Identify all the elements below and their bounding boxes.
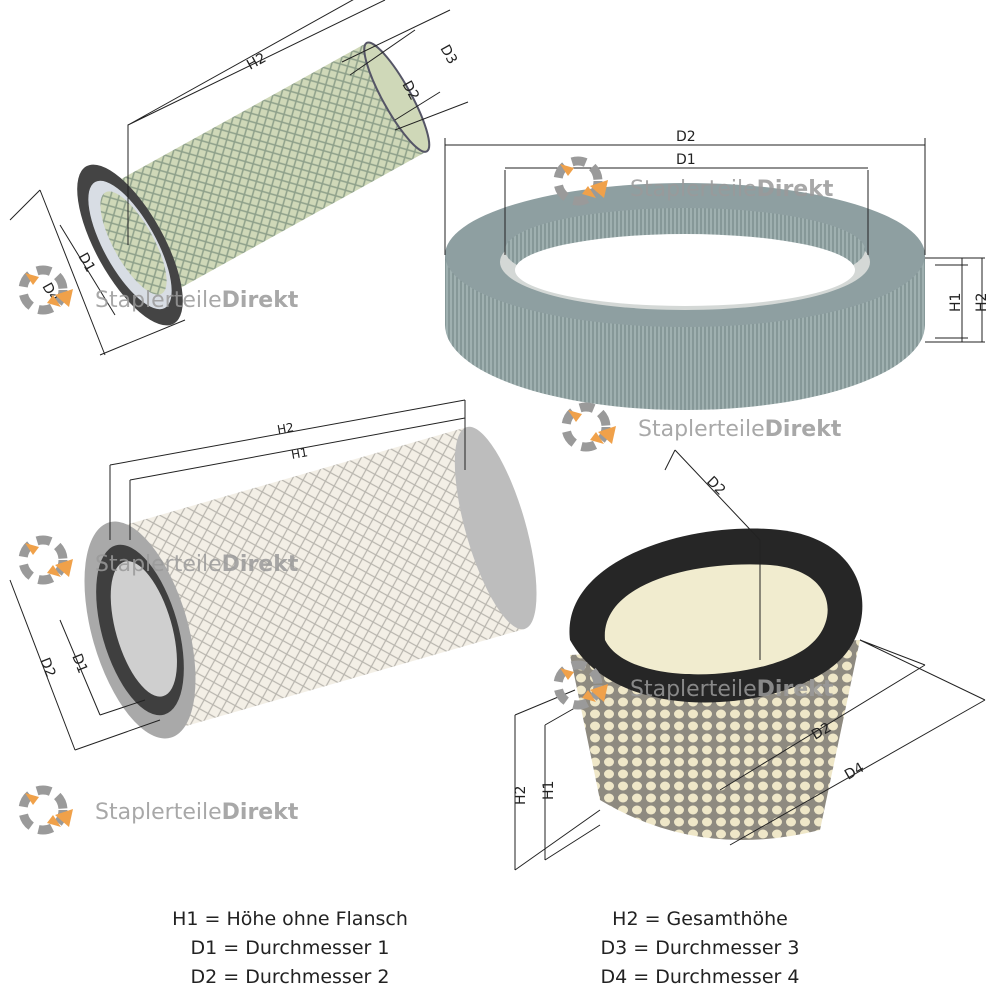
dimension-lines — [9, 0, 986, 871]
legend-item: D1 = Durchmesser 1 — [190, 937, 390, 959]
cylinder-filter-with-flange — [77, 41, 431, 326]
svg-text:StaplerteileDirekt: StaplerteileDirekt — [638, 417, 842, 442]
svg-text:StaplerteileDirekt: StaplerteileDirekt — [95, 552, 299, 577]
dim-label-h1: H1 — [948, 293, 964, 312]
dim-label-d1: D1 — [68, 652, 90, 676]
dim-label-h1: H1 — [290, 445, 309, 462]
legend-item: H2 = Gesamthöhe — [612, 908, 788, 930]
legend-item: D3 = Durchmesser 3 — [600, 937, 800, 959]
ring-filter — [445, 183, 925, 410]
dim-label-d4: D4 — [842, 760, 867, 784]
watermark: StaplerteileDirekt — [566, 407, 842, 447]
legend-item: H1 = Höhe ohne Flansch — [172, 908, 408, 930]
dim-label-h2: H2 — [974, 293, 990, 312]
dim-label-h1: H1 — [541, 781, 557, 800]
oval-filter — [569, 528, 863, 840]
watermark: StaplerteileDirekt — [23, 270, 299, 313]
watermark: StaplerteileDirekt — [23, 790, 299, 830]
dim-label-d3: D3 — [437, 42, 461, 67]
svg-text:StaplerteileDirekt: StaplerteileDirekt — [95, 288, 299, 313]
svg-text:StaplerteileDirekt: StaplerteileDirekt — [95, 800, 299, 825]
dim-label-d1: D1 — [676, 152, 696, 168]
legend-item: D2 = Durchmesser 2 — [190, 966, 390, 988]
cylinder-filter-with-mesh — [84, 426, 537, 739]
dim-label-d2: D2 — [703, 474, 728, 499]
svg-text:StaplerteileDirekt: StaplerteileDirekt — [630, 177, 834, 202]
legend-item: D4 = Durchmesser 4 — [600, 966, 800, 988]
dim-label-d2: D2 — [676, 129, 696, 145]
svg-text:StaplerteileDirekt: StaplerteileDirekt — [630, 677, 834, 702]
legend-right: H2 = Gesamthöhe D3 = Durchmesser 3 D4 = … — [550, 905, 850, 992]
legend-left: H1 = Höhe ohne Flansch D1 = Durchmesser … — [140, 905, 440, 992]
dim-label-h2: H2 — [244, 50, 269, 73]
dim-label-h2: H2 — [513, 786, 529, 805]
dim-label-d2: D2 — [36, 656, 58, 680]
watermark: StaplerteileDirekt — [23, 540, 299, 580]
watermark: StaplerteileDirekt — [558, 665, 834, 705]
watermark: StaplerteileDirekt — [558, 161, 834, 202]
dim-label-h2: H2 — [276, 420, 295, 437]
